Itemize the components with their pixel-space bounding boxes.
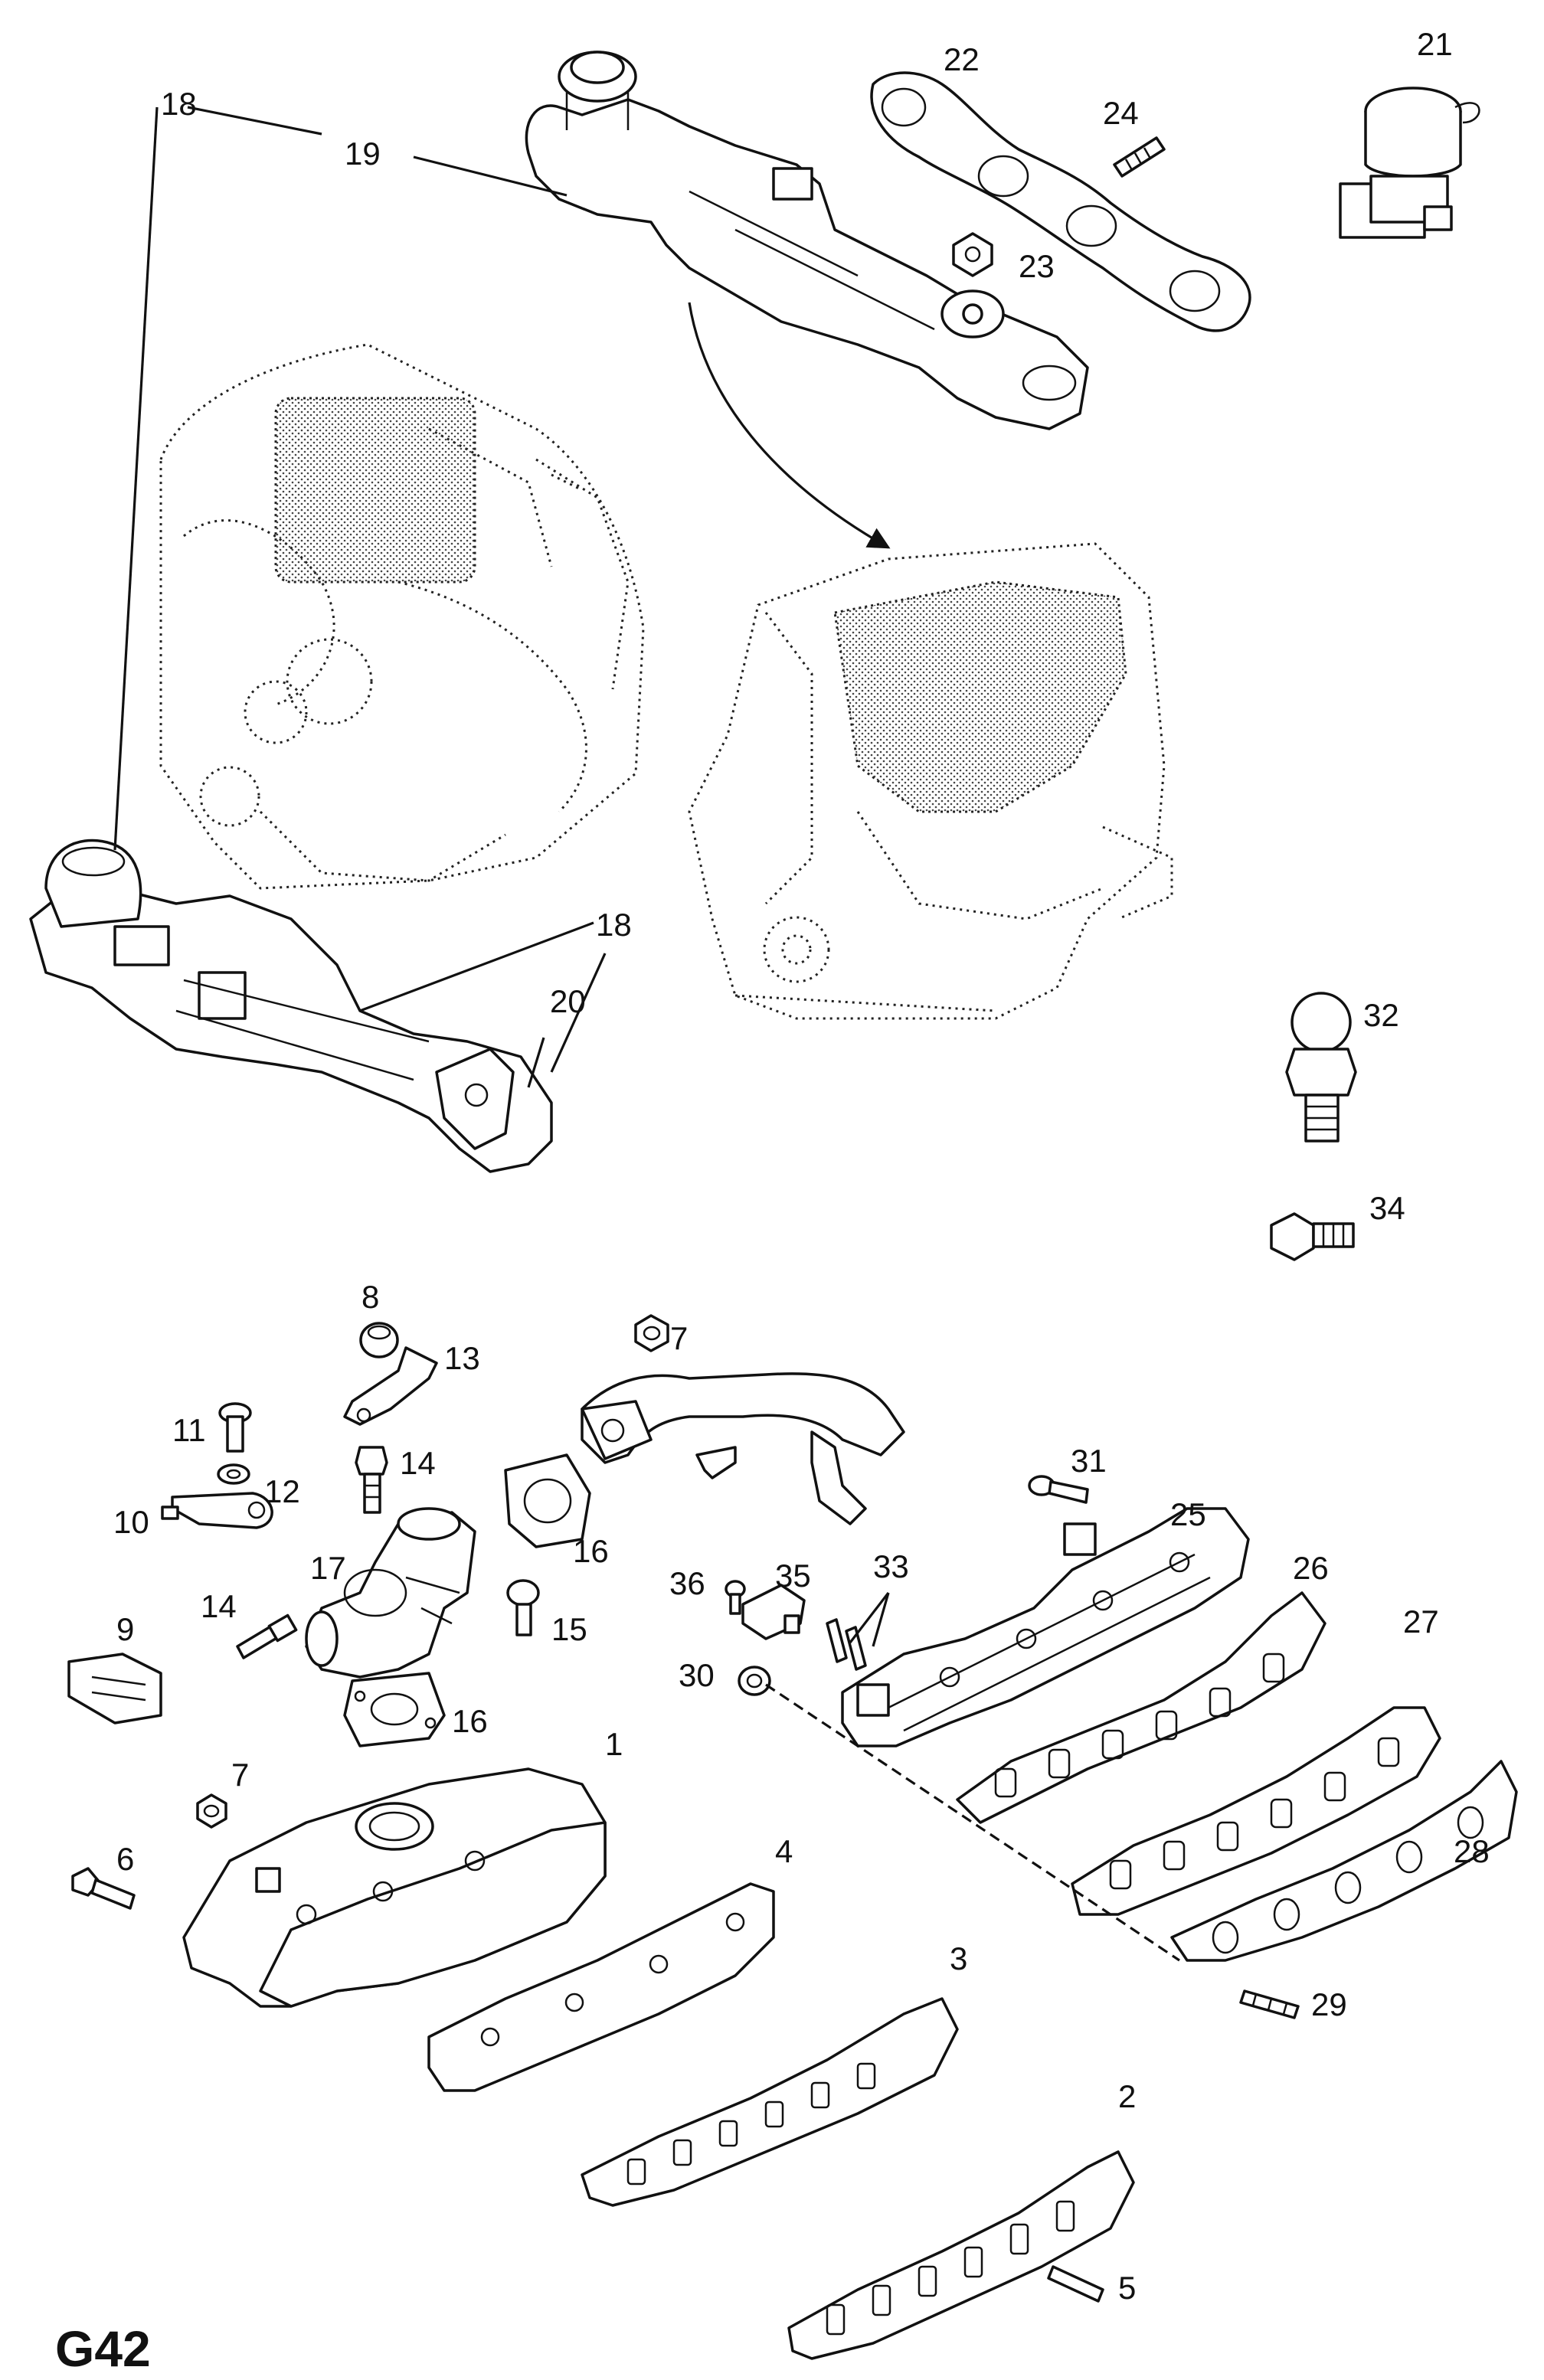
screw-36 (725, 1580, 746, 1615)
callout-36: 36 (669, 1565, 705, 1601)
intake-flange-26 (956, 1591, 1326, 1824)
callout-15: 15 (551, 1611, 587, 1647)
dashed-alignment-line (765, 1683, 1180, 1962)
stud-14-lower (236, 1613, 298, 1659)
gasket-28 (1170, 1760, 1518, 1962)
callout-14-lower: 14 (201, 1588, 237, 1624)
engine-illustration-right (688, 542, 1173, 1020)
callout-13: 13 (444, 1340, 480, 1376)
vacuum-valve-21 (1339, 87, 1480, 239)
intake-manifold-left (29, 839, 553, 1173)
intake-housing-1 (182, 1767, 607, 2008)
callout-35: 35 (775, 1558, 811, 1594)
exhaust-gasket (870, 71, 1251, 332)
callout-26: 26 (1293, 1550, 1329, 1586)
callout-31: 31 (1071, 1443, 1107, 1479)
callout-16-upper: 16 (573, 1533, 609, 1569)
gasket-4 (427, 1882, 775, 2092)
cap-nut-8 (359, 1322, 399, 1358)
callout-16-lower: 16 (452, 1703, 488, 1739)
callout-14-upper: 14 (400, 1445, 436, 1481)
egr-pipe (581, 1372, 905, 1525)
callout-24: 24 (1103, 95, 1139, 131)
callout-18-top: 18 (161, 86, 197, 122)
callout-7-lower: 7 (231, 1757, 249, 1793)
leader-lines (113, 106, 890, 1647)
callout-32: 32 (1363, 997, 1399, 1033)
gasket-3 (581, 1997, 959, 2207)
bracket-13 (343, 1346, 438, 1426)
callout-21: 21 (1417, 26, 1453, 62)
bracket-10 (161, 1492, 273, 1529)
connector-9 (67, 1653, 162, 1725)
dowel-5 (1047, 2265, 1104, 2303)
callout-33: 33 (873, 1548, 909, 1584)
bolt-31 (1028, 1475, 1089, 1504)
bolt-34 (1270, 1212, 1355, 1261)
callout-30: 30 (679, 1657, 715, 1693)
callout-4: 4 (775, 1833, 793, 1869)
nut-23 (952, 232, 993, 277)
callout-22: 22 (944, 41, 980, 77)
callout-18-left: 18 (596, 907, 632, 943)
callout-7-upper: 7 (670, 1320, 688, 1356)
exhaust-manifold-top (525, 51, 1089, 430)
callout-9: 9 (116, 1611, 134, 1647)
callout-25: 25 (1170, 1496, 1206, 1532)
engine-illustration-left (159, 343, 645, 890)
callout-28: 28 (1454, 1833, 1490, 1869)
gasket-16-upper (504, 1453, 591, 1548)
gasket-2 (787, 2150, 1135, 2360)
studs-33 (826, 1618, 867, 1671)
callout-27: 27 (1403, 1604, 1439, 1640)
callout-17: 17 (310, 1550, 346, 1586)
egr-valve-17 (305, 1507, 476, 1679)
stud-14-upper (355, 1446, 388, 1514)
callout-2: 2 (1118, 2078, 1136, 2114)
callout-11: 11 (172, 1412, 206, 1448)
sensor-32 (1285, 992, 1357, 1143)
gasket-27 (1071, 1706, 1441, 1916)
stud-24 (1113, 136, 1166, 178)
callout-29: 29 (1311, 1986, 1347, 2022)
callout-3: 3 (950, 1940, 967, 1976)
callout-20: 20 (550, 983, 586, 1019)
callout-10: 10 (113, 1504, 149, 1540)
bolt-6 (71, 1867, 136, 1910)
callout-6: 6 (116, 1841, 134, 1877)
callout-12: 12 (264, 1473, 300, 1509)
intake-manifold-25 (841, 1507, 1250, 1747)
arrow-manifold-to-engine (688, 302, 891, 549)
callout-23: 23 (1019, 248, 1055, 284)
callout-34: 34 (1369, 1190, 1405, 1226)
bolt-15 (506, 1579, 540, 1636)
nut-7-upper (634, 1314, 669, 1352)
callout-1: 1 (605, 1726, 623, 1762)
gasket-16-lower (343, 1672, 446, 1747)
nut-7-lower (196, 1793, 227, 1829)
callout-19: 19 (345, 136, 381, 172)
page-code: G42 (55, 2320, 151, 2377)
washer-12 (217, 1463, 250, 1485)
sensor-35 (741, 1584, 806, 1640)
callout-8: 8 (361, 1279, 379, 1315)
bolt-11 (218, 1402, 252, 1453)
stud-29 (1239, 1989, 1300, 2019)
seal-30 (738, 1666, 771, 1696)
callout-5: 5 (1118, 2270, 1136, 2306)
